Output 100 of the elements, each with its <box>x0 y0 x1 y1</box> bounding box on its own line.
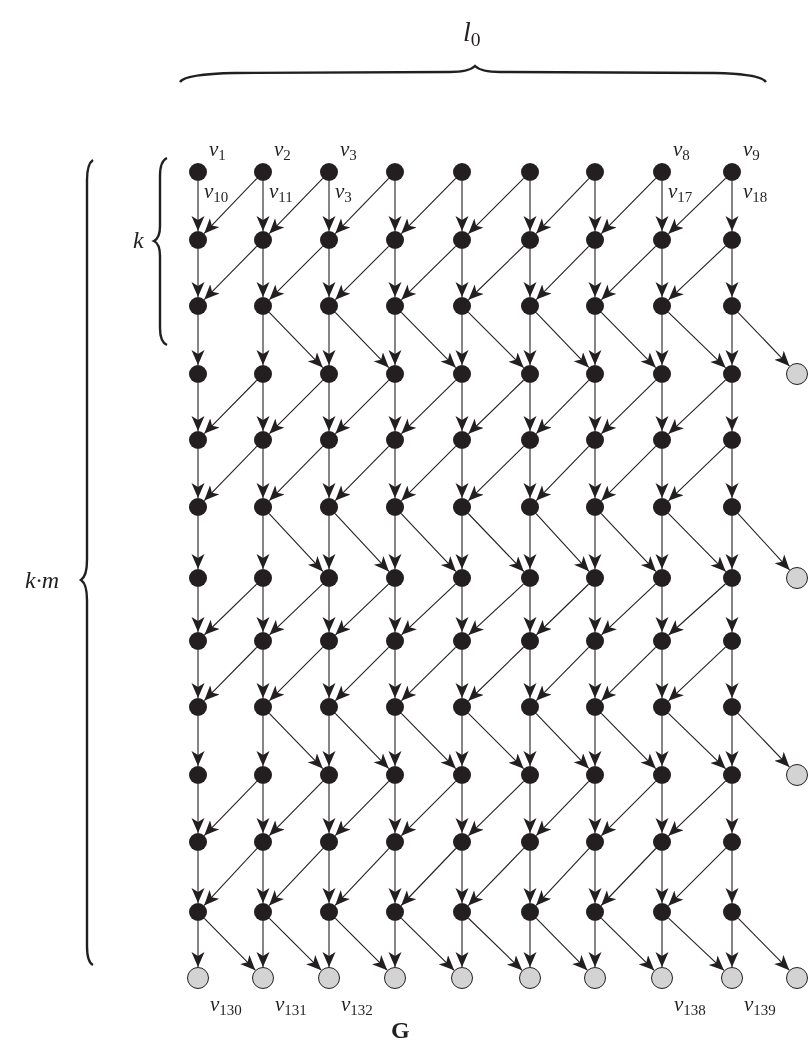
arrow <box>523 515 537 570</box>
vertex <box>453 163 471 181</box>
vertex <box>723 231 741 249</box>
arrow <box>388 649 402 699</box>
vertex <box>653 766 671 784</box>
arrow <box>588 586 602 633</box>
vertex <box>586 231 604 249</box>
vertex <box>320 903 338 921</box>
arrow <box>467 917 523 971</box>
arrow <box>655 248 669 298</box>
sink-vertex <box>786 764 808 786</box>
arrow <box>400 847 457 907</box>
arrow <box>725 783 739 834</box>
arrow <box>655 920 669 968</box>
arrow <box>322 515 336 570</box>
arrow <box>600 311 657 369</box>
sink-vertex <box>451 967 473 989</box>
brace-label: l$_{0}$ <box>463 18 481 50</box>
brace-label: k·m <box>25 568 59 592</box>
vertex <box>453 569 471 587</box>
vertex <box>254 569 272 587</box>
arrow <box>400 646 457 702</box>
vertex <box>189 766 207 784</box>
arrow <box>322 314 336 366</box>
arrow <box>203 445 258 502</box>
arrow <box>655 314 669 366</box>
vertex <box>386 903 404 921</box>
vertex <box>453 365 471 383</box>
vertex <box>521 365 539 383</box>
sink-vertex <box>651 967 673 989</box>
vertex <box>586 431 604 449</box>
arrow <box>388 314 402 366</box>
arrow <box>322 382 336 432</box>
arrow <box>455 783 469 834</box>
arrow <box>467 379 525 435</box>
vertex <box>653 833 671 851</box>
vertex <box>189 903 207 921</box>
arrow <box>388 180 402 232</box>
vertex <box>254 498 272 516</box>
arrow <box>535 311 590 369</box>
vertex <box>320 632 338 650</box>
sink-vertex <box>721 967 743 989</box>
arrow <box>334 646 390 702</box>
arrow <box>523 920 537 968</box>
arrow <box>400 245 457 301</box>
vertex <box>723 698 741 716</box>
arrow <box>191 783 205 834</box>
vertex <box>521 903 539 921</box>
arrow <box>388 920 402 968</box>
arrow <box>588 248 602 298</box>
arrow <box>667 445 727 502</box>
arrow <box>535 848 590 906</box>
arrow <box>400 513 457 572</box>
arrow <box>268 917 322 971</box>
arrow <box>388 248 402 298</box>
vertex <box>653 163 671 181</box>
arrow <box>334 712 390 770</box>
arrow <box>388 783 402 834</box>
arrow <box>725 448 739 499</box>
vertex <box>386 365 404 383</box>
vertex <box>653 231 671 249</box>
arrow <box>655 382 669 432</box>
arrow <box>455 515 469 570</box>
arrow <box>334 513 390 572</box>
arrow <box>523 715 537 767</box>
arrow <box>455 649 469 699</box>
vertex <box>521 632 539 650</box>
sink-vertex <box>786 967 808 989</box>
arrow <box>655 180 669 232</box>
vertex <box>254 632 272 650</box>
vertex <box>386 569 404 587</box>
arrow <box>725 314 739 366</box>
arrow <box>322 180 336 232</box>
vertex-label: v$_{9}$ <box>743 138 760 165</box>
arrow <box>455 715 469 767</box>
vertex <box>586 833 604 851</box>
vertex <box>189 833 207 851</box>
arrow <box>667 780 727 837</box>
arrow <box>400 311 457 369</box>
vertex <box>723 766 741 784</box>
vertex <box>521 833 539 851</box>
vertex <box>586 569 604 587</box>
vertex <box>521 231 539 249</box>
arrow <box>388 448 402 499</box>
arrow <box>256 715 270 767</box>
arrow <box>467 245 525 301</box>
arrow <box>725 920 739 968</box>
arrow <box>203 848 258 906</box>
arrow <box>535 445 590 502</box>
arrow <box>256 248 270 298</box>
arrow <box>523 382 537 432</box>
arrow <box>467 311 525 369</box>
arrow <box>535 513 590 572</box>
vertex <box>386 498 404 516</box>
arrow <box>600 177 657 235</box>
arrow <box>535 780 590 837</box>
arrow <box>523 586 537 633</box>
vertex <box>653 698 671 716</box>
arrow <box>268 646 324 702</box>
arrow <box>467 445 525 502</box>
